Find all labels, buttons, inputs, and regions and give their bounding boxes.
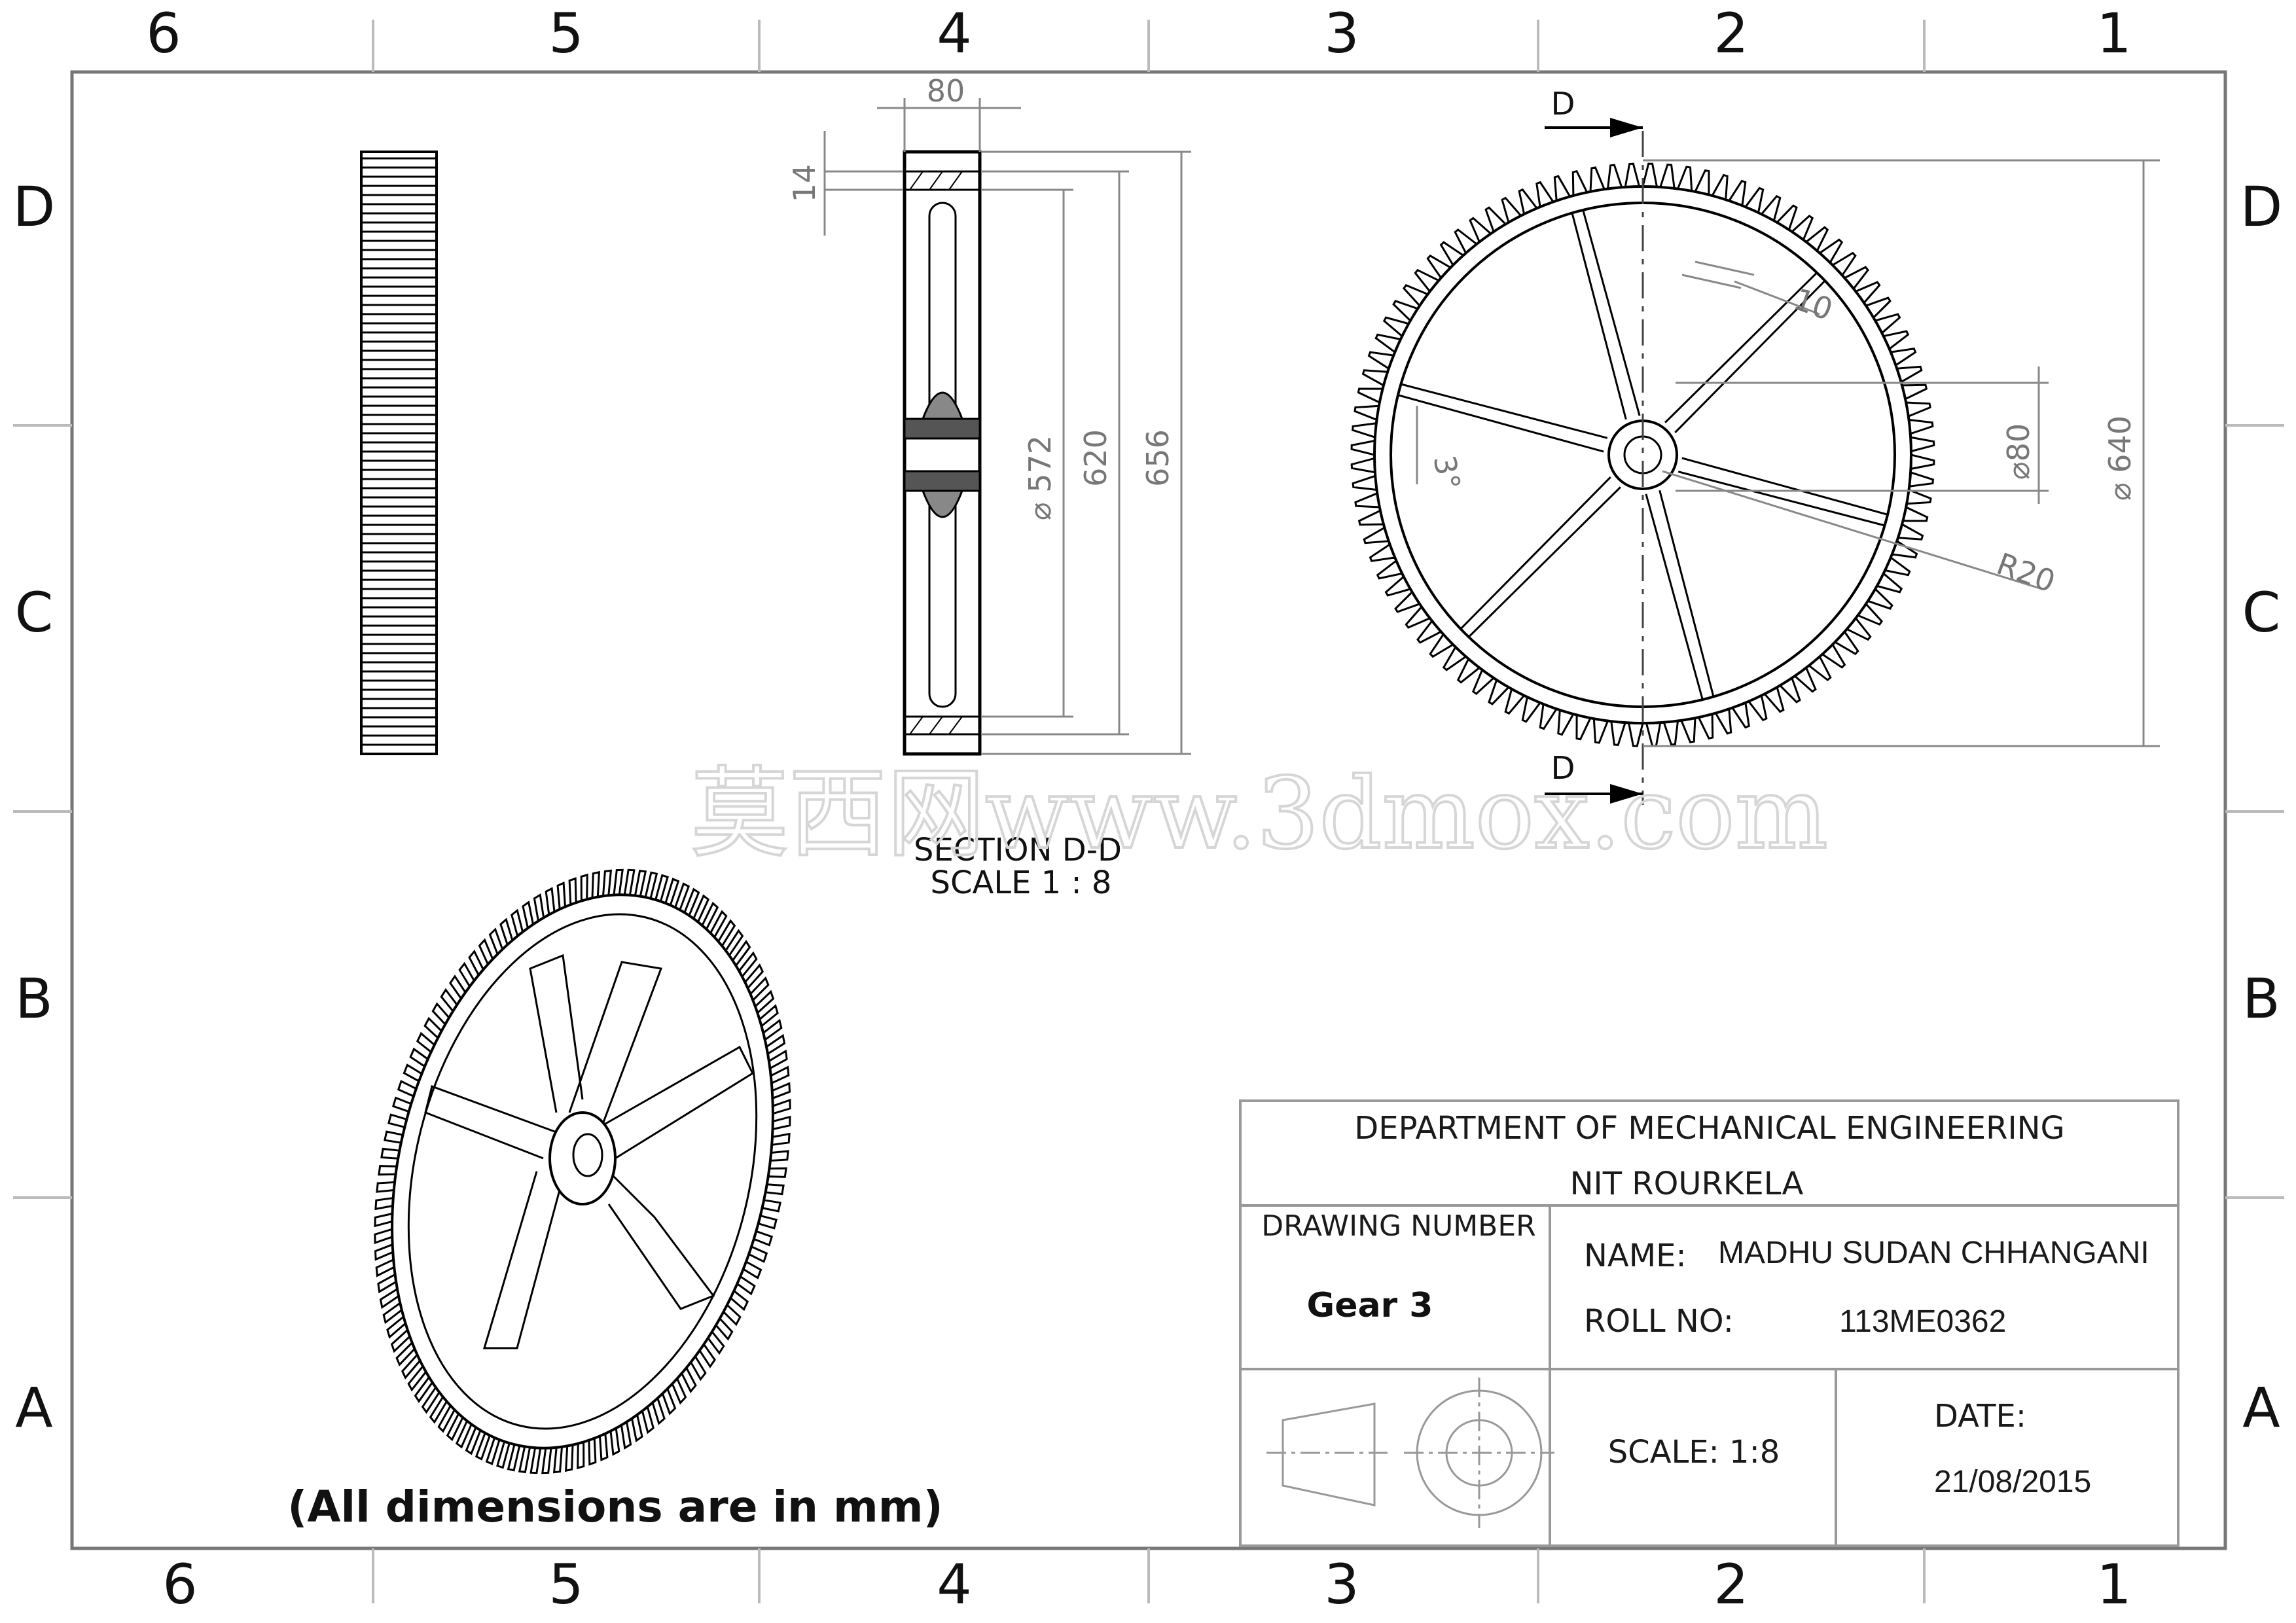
date-value: 21/08/2015 <box>1934 1465 2091 1499</box>
section-marker-top: D <box>1551 86 1575 122</box>
zone-row-a-left: A <box>15 1376 52 1440</box>
zone-labels-right: D C B A <box>2240 175 2283 1440</box>
section-scale: SCALE 1 : 8 <box>931 865 1112 901</box>
zone-col-3-bottom: 3 <box>1324 1552 1359 1616</box>
zone-col-2-bottom: 2 <box>1713 1552 1748 1616</box>
zone-col-4-bottom: 4 <box>937 1552 971 1616</box>
zone-labels-left: D C B A <box>13 175 56 1440</box>
zone-ticks <box>13 20 2284 1603</box>
date-label: DATE: <box>1934 1398 2026 1435</box>
zone-col-3-top: 3 <box>1324 1 1359 65</box>
drawing-number-value: Gear 3 <box>1307 1286 1433 1325</box>
zone-col-6-bottom: 6 <box>162 1552 197 1616</box>
section-dim-root-dia: 620 <box>1078 429 1113 487</box>
title-block <box>1239 1099 2179 1547</box>
zone-row-c-right: C <box>2242 580 2281 645</box>
name-label: NAME: <box>1584 1238 1687 1274</box>
title-block-institute: NIT ROURKELA <box>1570 1166 1804 1202</box>
watermark: 莫西网www.3dmox.com <box>691 757 1828 871</box>
roll-value: 113ME0362 <box>1839 1304 2006 1339</box>
zone-col-1-bottom: 1 <box>2096 1552 2131 1616</box>
section-dim-outer-dia: 656 <box>1140 429 1175 487</box>
projection-symbol <box>1266 1378 1554 1528</box>
roll-label: ROLL NO: <box>1584 1303 1734 1340</box>
zone-row-d-right: D <box>2240 175 2283 239</box>
zone-col-4-top: 4 <box>937 1 971 65</box>
dimension-note: (All dimensions are in mm) <box>287 1482 942 1532</box>
zone-labels-bottom: 6 5 4 3 2 1 <box>162 1552 2131 1616</box>
section-marker-bottom: D <box>1551 750 1575 787</box>
front-dim-bore: ⌀80 <box>2001 423 2036 480</box>
drawing-number-label: DRAWING NUMBER <box>1261 1209 1535 1243</box>
isometric-view-gear <box>374 868 791 1474</box>
scale-value: SCALE: 1:8 <box>1608 1434 1780 1471</box>
zone-row-d-left: D <box>13 175 56 239</box>
zone-row-b-right: B <box>2242 967 2280 1031</box>
front-dim-spoke-angle: 3° <box>1427 453 1467 493</box>
section-title: SECTION D-D <box>914 832 1122 868</box>
zone-col-2-top: 2 <box>1713 1 1748 65</box>
zone-col-5-top: 5 <box>548 1 583 65</box>
section-dim-width: 80 <box>927 73 965 109</box>
name-value: MADHU SUDAN CHHANGANI <box>1718 1236 2149 1270</box>
section-view: 80 14 ⌀ 572 620 656 SECTION D-D SCALE 1 … <box>787 73 1191 901</box>
zone-row-c-left: C <box>15 580 54 645</box>
front-dim-pitch-dia: ⌀ 640 <box>2102 416 2138 501</box>
top-view-gear-edge <box>360 151 438 755</box>
zone-col-1-top: 1 <box>2096 1 2131 65</box>
zone-labels-top: 6 5 4 3 2 1 <box>146 1 2131 65</box>
section-dim-rim: 14 <box>787 164 822 203</box>
zone-row-a-right: A <box>2242 1376 2280 1440</box>
front-view-gear: D D ⌀ 640 ⌀80 R20 10 3° <box>1350 86 2160 805</box>
section-dim-inner-dia: ⌀ 572 <box>1022 435 1058 520</box>
zone-col-6-top: 6 <box>146 1 181 65</box>
title-block-department: DEPARTMENT OF MECHANICAL ENGINEERING <box>1354 1110 2064 1147</box>
zone-col-5-bottom: 5 <box>548 1552 583 1616</box>
front-dim-hub-radius: R20 <box>1992 546 2060 599</box>
zone-row-b-left: B <box>15 967 53 1031</box>
